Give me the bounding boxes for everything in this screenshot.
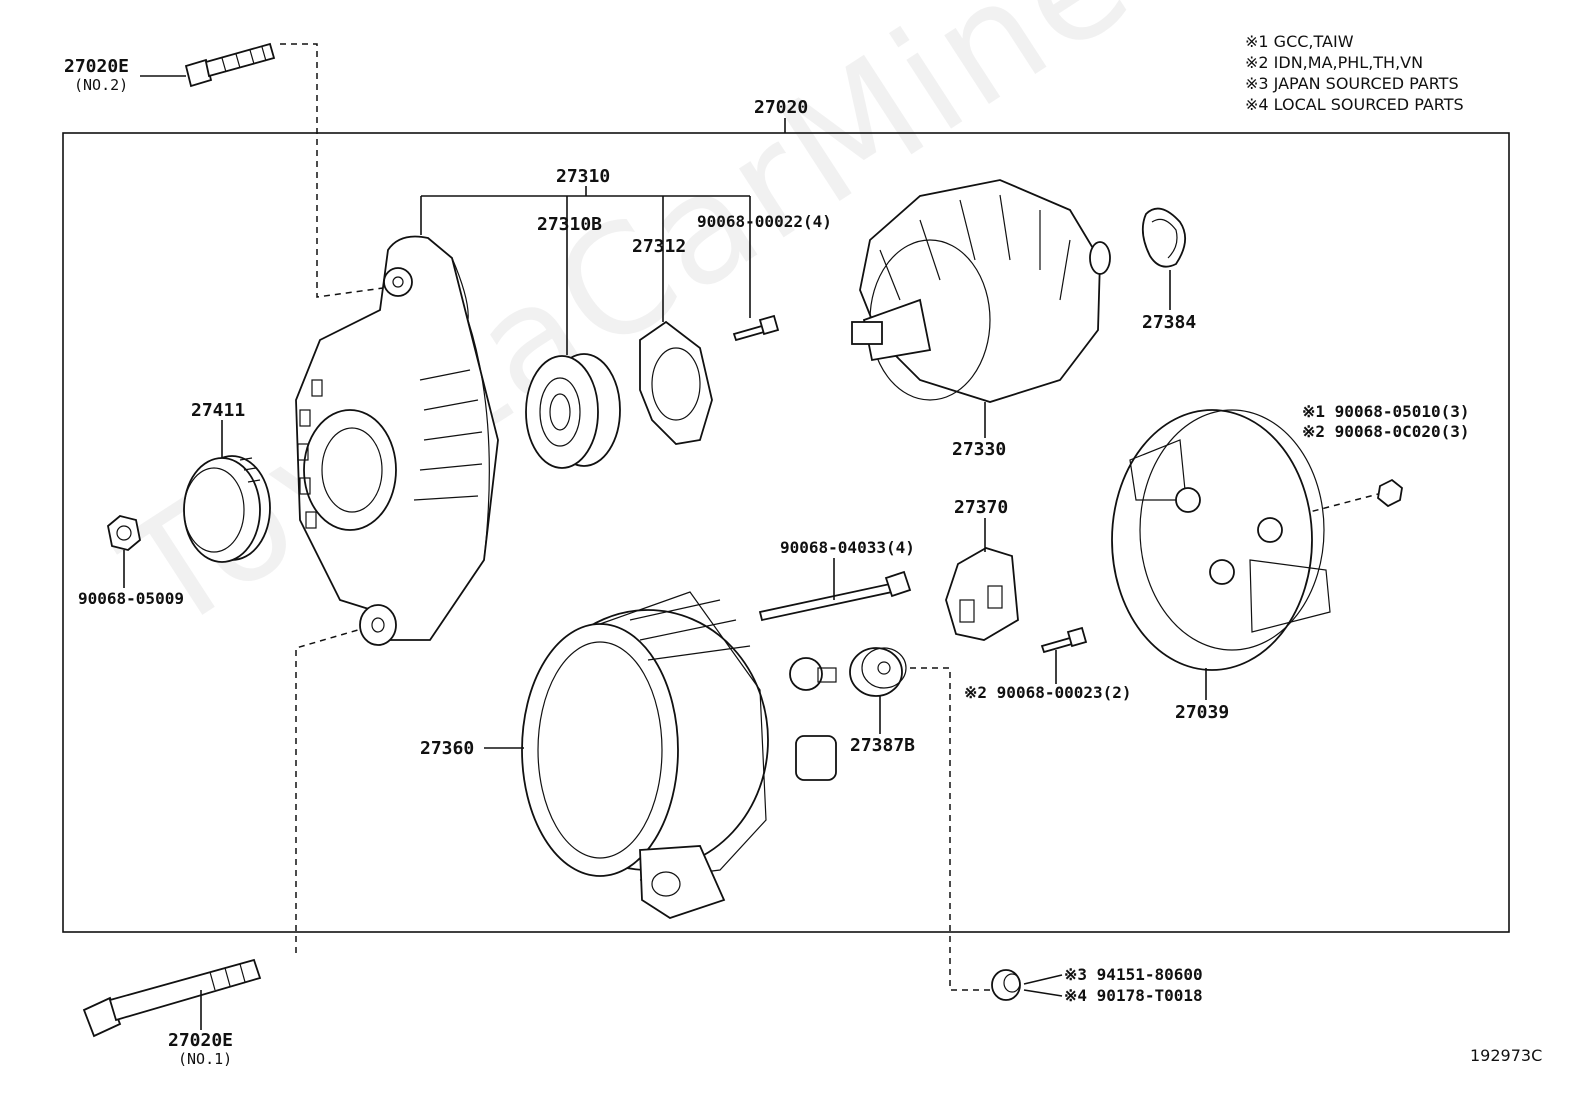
label-90068-00023[interactable]: ※2 90068-00023(2) — [964, 683, 1132, 702]
label-90178-T0018[interactable]: ※4 90178-T0018 — [1064, 986, 1203, 1005]
through-bolt-90068-04033-icon — [758, 570, 912, 622]
note-4: ※4 LOCAL SOURCED PARTS — [1245, 95, 1464, 114]
screw-90068-00022-icon — [732, 314, 780, 342]
dashed-leader-27020E-top — [280, 43, 399, 298]
retainer-plate-27312-icon — [639, 320, 713, 445]
bolt-27020E-no1-icon — [82, 958, 262, 1038]
label-27039[interactable]: 27039 — [1175, 702, 1230, 723]
label-27370[interactable]: 27370 — [954, 497, 1009, 518]
label-90068-0C020[interactable]: ※2 90068-0C020(3) — [1302, 422, 1470, 441]
nut-90068-05009-icon — [107, 515, 141, 551]
brush-holder-27370-icon — [945, 547, 1019, 641]
screw-90068-00023-icon — [1040, 626, 1088, 654]
label-90068-05009[interactable]: 90068-05009 — [78, 589, 184, 608]
drive-end-frame-icon — [295, 235, 499, 646]
label-27020E-top[interactable]: 27020E — [64, 56, 130, 77]
dashed-leader-27020E-bottom — [295, 624, 376, 953]
leader-90178 — [1023, 989, 1063, 997]
label-27360[interactable]: 27360 — [420, 738, 475, 759]
label-27387B[interactable]: 27387B — [850, 735, 916, 756]
note-3: ※3 JAPAN SOURCED PARTS — [1245, 74, 1459, 93]
nut-90068-05010-icon — [1377, 478, 1403, 508]
label-27020E-bottom[interactable]: 27020E — [168, 1030, 234, 1051]
insulator-27384-icon — [1141, 207, 1186, 268]
label-27310[interactable]: 27310 — [556, 166, 611, 187]
label-90068-05010[interactable]: ※1 90068-05010(3) — [1302, 402, 1470, 421]
insulator-27387B-icon — [849, 647, 907, 697]
label-27020E-bottom-sub: (NO.1) — [178, 1050, 233, 1068]
rectifier-end-frame-27039-icon — [1111, 409, 1331, 671]
bolt-27020E-no2-icon — [184, 42, 276, 88]
label-27020E-top-sub: (NO.2) — [74, 76, 129, 94]
label-27330[interactable]: 27330 — [952, 439, 1007, 460]
figure-id: 192973C — [1470, 1046, 1543, 1065]
label-90068-04033[interactable]: 90068-04033(4) — [780, 538, 915, 557]
label-27310B[interactable]: 27310B — [537, 214, 603, 235]
label-90068-00022[interactable]: 90068-00022(4) — [697, 212, 832, 231]
rotor-27330-icon — [851, 179, 1111, 403]
label-27384[interactable]: 27384 — [1142, 312, 1197, 333]
label-27411[interactable]: 27411 — [191, 400, 246, 421]
stator-27360-icon — [521, 591, 837, 919]
nut-94151-80600-icon — [991, 969, 1021, 1001]
dashed-leader-27387B — [910, 667, 992, 991]
assembly-frame — [62, 132, 1510, 933]
bearing-27310B-icon — [525, 353, 621, 469]
leader-27310-bracket — [420, 186, 751, 355]
leader-94151 — [1023, 974, 1063, 985]
label-27020[interactable]: 27020 — [754, 97, 809, 118]
note-2: ※2 IDN,MA,PHL,TH,VN — [1245, 53, 1424, 72]
note-1: ※1 GCC,TAIW — [1245, 32, 1354, 51]
dashed-leader-90068-05010 — [1301, 492, 1383, 515]
pulley-27411-icon — [183, 455, 271, 563]
label-27312[interactable]: 27312 — [632, 236, 687, 257]
label-94151-80600[interactable]: ※3 94151-80600 — [1064, 965, 1203, 984]
